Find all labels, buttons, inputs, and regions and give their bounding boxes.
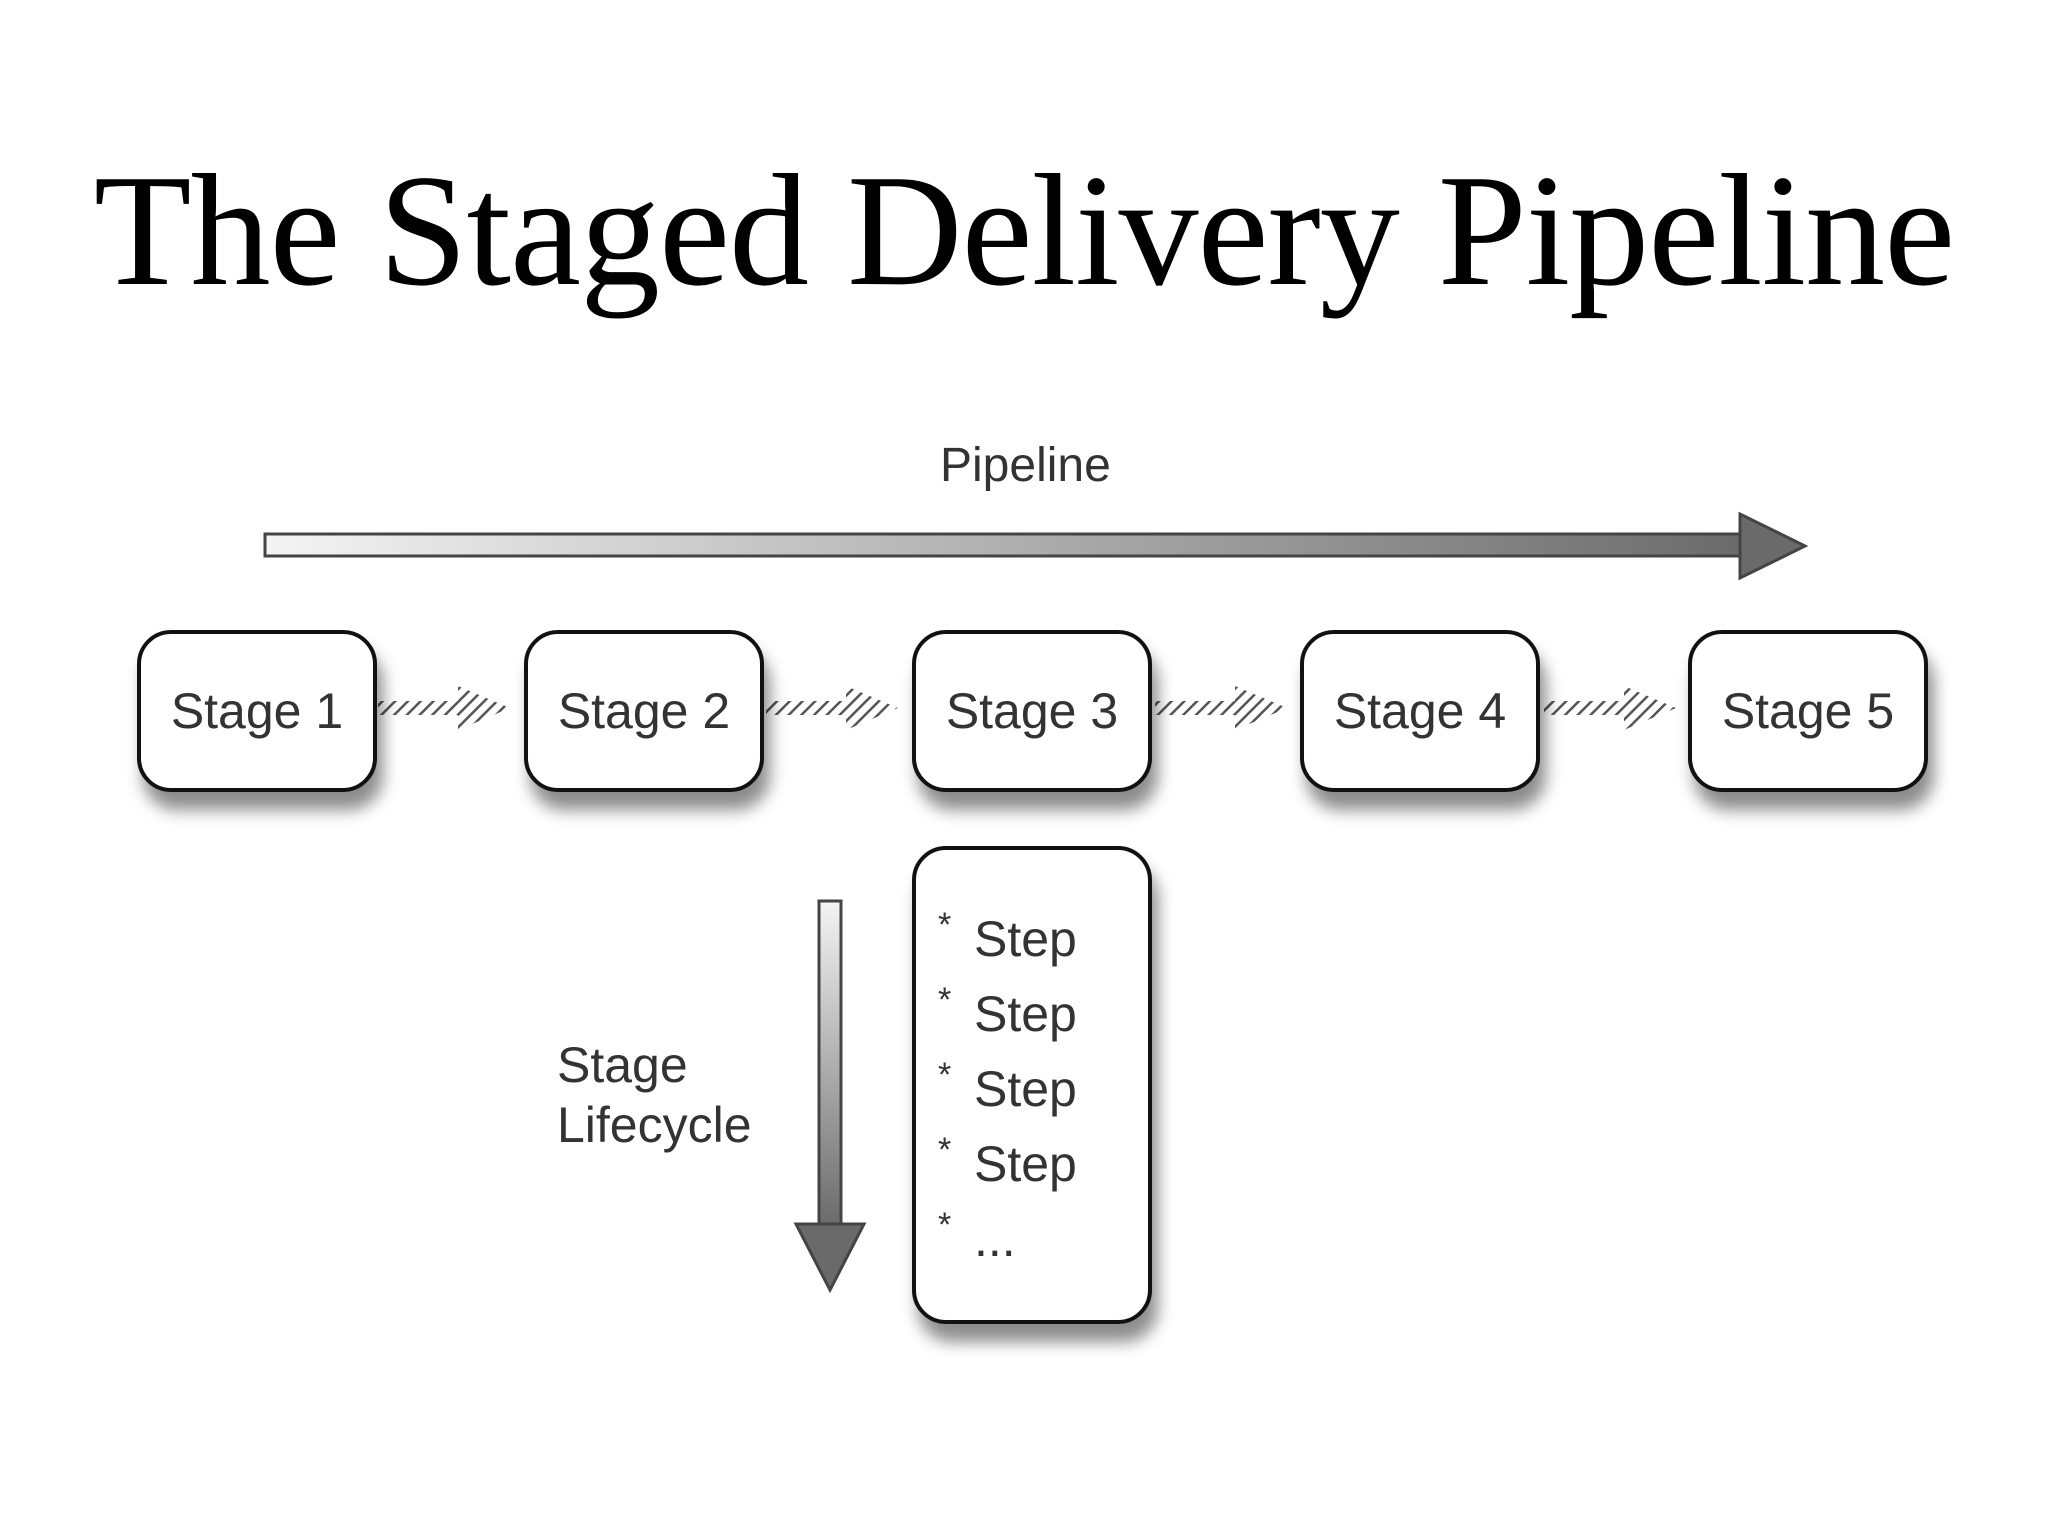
stage-steps-box: * Step * Step * Step * Step *... — [912, 846, 1152, 1324]
stage-2-box: Stage 2 — [524, 630, 764, 792]
steps-list: * Step * Step * Step * Step *... — [916, 850, 1148, 1277]
lifecycle-label-line1: Stage — [557, 1037, 688, 1093]
step-item: * Step — [938, 1052, 1148, 1127]
stage-label: Stage 3 — [945, 683, 1119, 739]
step-label: Step — [974, 1061, 1077, 1117]
step-item: * Step — [938, 902, 1148, 977]
step-label: Step — [974, 986, 1077, 1042]
step-label: Step — [974, 911, 1077, 967]
step-label: Step — [974, 1136, 1077, 1192]
stage-connector — [766, 686, 898, 730]
bullet-asterisk: * — [938, 906, 952, 944]
stage-1-box: Stage 1 — [137, 630, 377, 792]
step-item: * Step — [938, 977, 1148, 1052]
step-item: *... — [938, 1202, 1148, 1277]
stage-label: Stage 2 — [557, 683, 731, 739]
stage-connector — [1544, 686, 1676, 730]
stage-label: Stage 4 — [1333, 683, 1507, 739]
stage-connector — [378, 686, 510, 730]
stage-label: Stage 1 — [170, 683, 344, 739]
stage-lifecycle-arrow — [793, 899, 867, 1294]
step-label: ... — [974, 1211, 1016, 1267]
bullet-asterisk: * — [938, 981, 952, 1019]
bullet-asterisk: * — [938, 1056, 952, 1094]
bullet-asterisk: * — [938, 1206, 952, 1244]
stage-connector — [1155, 686, 1287, 730]
stage-4-box: Stage 4 — [1300, 630, 1540, 792]
pipeline-arrow — [263, 511, 1809, 581]
stage-label: Stage 5 — [1721, 683, 1895, 739]
stage-lifecycle-label: Stage Lifecycle — [557, 1035, 752, 1155]
pipeline-label: Pipeline — [940, 439, 1111, 492]
step-item: * Step — [938, 1127, 1148, 1202]
lifecycle-label-line2: Lifecycle — [557, 1097, 752, 1153]
stage-5-box: Stage 5 — [1688, 630, 1928, 792]
stage-3-box: Stage 3 — [912, 630, 1152, 792]
slide-title: The Staged Delivery Pipeline — [93, 141, 1955, 319]
bullet-asterisk: * — [938, 1131, 952, 1169]
